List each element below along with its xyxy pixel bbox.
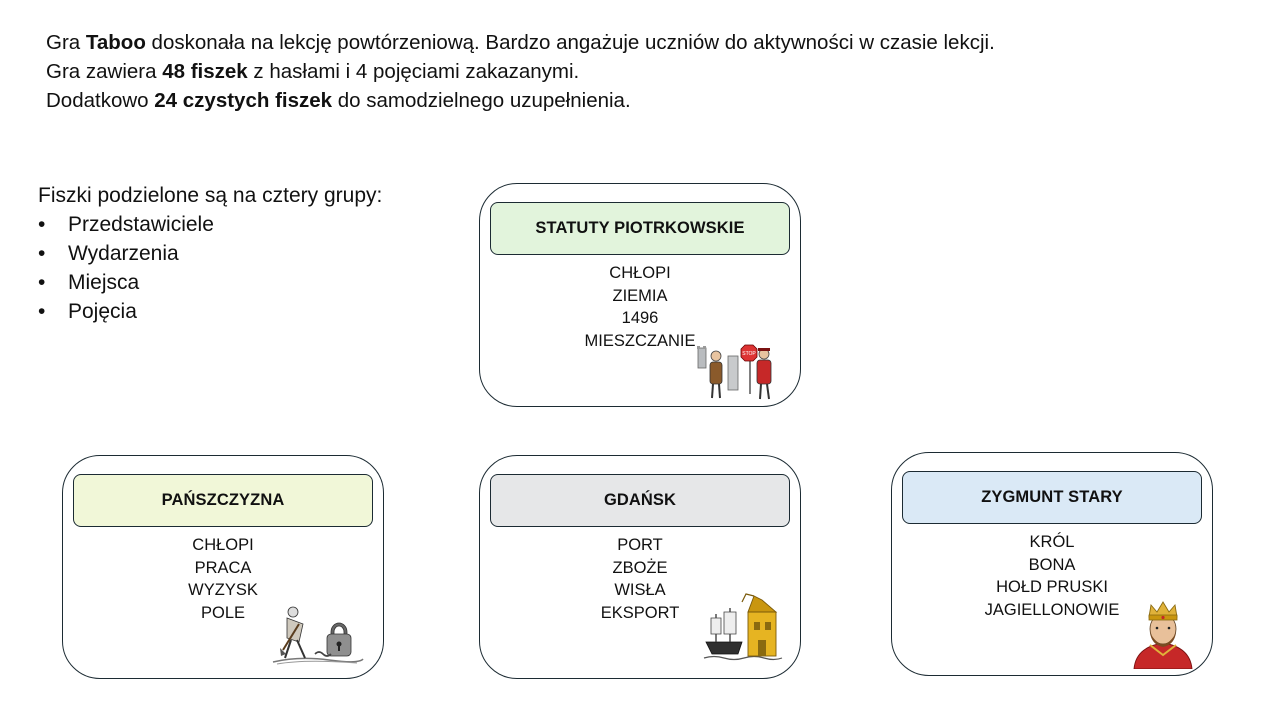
intro-line-1-pre: Gra [46,31,86,54]
intro-line-1: Gra Taboo doskonała na lekcję powtórzeni… [46,28,995,57]
peasant-padlock-icon [272,606,364,665]
ship-crane-icon [703,593,783,661]
flashcard-word: CHŁOPI [192,536,254,554]
intro-line-3-bold: 24 czystych fiszek [154,89,333,112]
intro-line-2-bold: 48 fiszek [162,60,248,83]
group-item: Wydarzenia [38,239,382,268]
flashcard-word: ZBOŻE [612,558,668,577]
intro-line-2: Gra zawiera 48 fiszek z hasłami i 4 poję… [46,57,995,86]
groups-list: Przedstawiciele Wydarzenia Miejsca Pojęc… [38,210,382,326]
flashcard-words: CHŁOPI ZIEMIA 1496 MIESZCZANIE [480,262,800,352]
flashcard-title: PAŃSZCZYZNA [161,491,285,509]
intro-text: Gra Taboo doskonała na lekcję powtórzeni… [46,28,995,115]
flashcard-statuty: STATUTY PIOTRKOWSKIE CHŁOPI ZIEMIA 1496 … [479,183,801,407]
flashcard-word: PRACA [194,558,252,577]
groups-title: Fiszki podzielone są na cztery grupy: [38,184,383,207]
flashcard-header: GDAŃSK [490,474,790,527]
flashcard-word: 1496 [621,309,659,327]
flashcard-word: WISŁA [614,581,666,599]
group-item: Miejsca [38,268,382,297]
intro-line-2-pre: Gra zawiera [46,60,163,83]
king-icon [1133,601,1193,669]
intro-line-3-pre: Dodatkowo [46,89,155,112]
flashcard-word: CHŁOPI [609,264,671,282]
flashcard-panszczyzna: PAŃSZCZYZNA CHŁOPI PRACA WYZYSK POLE [62,455,384,679]
flashcard-title: ZYGMUNT STARY [981,488,1123,506]
flashcard-gdansk: GDAŃSK PORT ZBOŻE WISŁA EKSPORT [479,455,801,679]
groups-section: Fiszki podzielone są na cztery grupy: Pr… [38,181,382,326]
intro-line-3: Dodatkowo 24 czystych fiszek do samodzie… [46,86,995,115]
flashcard-words: CHŁOPI PRACA WYZYSK POLE [63,534,383,624]
flashcard-header: ZYGMUNT STARY [902,471,1202,524]
flashcard-word: JAGIELLONOWIE [984,600,1120,619]
flashcard-word: ZIEMIA [612,286,668,305]
flashcard-words: KRÓL BONA HOŁD PRUSKI JAGIELLONOWIE [892,531,1212,621]
flashcard-words: PORT ZBOŻE WISŁA EKSPORT [480,534,800,624]
intro-line-1-bold: Taboo [85,31,146,54]
flashcard-word: POLE [200,603,246,622]
stop-sign-figures-icon: STOP [697,344,772,400]
svg-text:STOP: STOP [742,351,756,357]
flashcard-word: KRÓL [1029,533,1075,551]
flashcard-word: WYZYSK [188,581,258,599]
flashcard-zygmunt: ZYGMUNT STARY KRÓL BONA HOŁD PRUSKI JAGI… [891,452,1213,676]
flashcard-title: STATUTY PIOTRKOWSKIE [535,219,745,237]
intro-line-1-post: doskonała na lekcję powtórzeniową. Bardz… [145,31,995,54]
flashcard-word: BONA [1028,555,1076,574]
group-item: Pojęcia [38,297,382,326]
flashcard-header: PAŃSZCZYZNA [73,474,373,527]
flashcard-title: GDAŃSK [603,491,677,509]
flashcard-word: HOŁD PRUSKI [996,578,1108,596]
flashcard-word: MIESZCZANIE [584,331,696,350]
intro-line-2-post: z hasłami i 4 pojęciami zakazanymi. [247,60,580,83]
flashcard-header: STATUTY PIOTRKOWSKIE [490,202,790,255]
intro-line-3-post: do samodzielnego uzupełnienia. [332,89,631,112]
group-item: Przedstawiciele [38,210,382,239]
flashcard-word: EKSPORT [600,603,680,622]
flashcard-word: PORT [617,536,663,554]
